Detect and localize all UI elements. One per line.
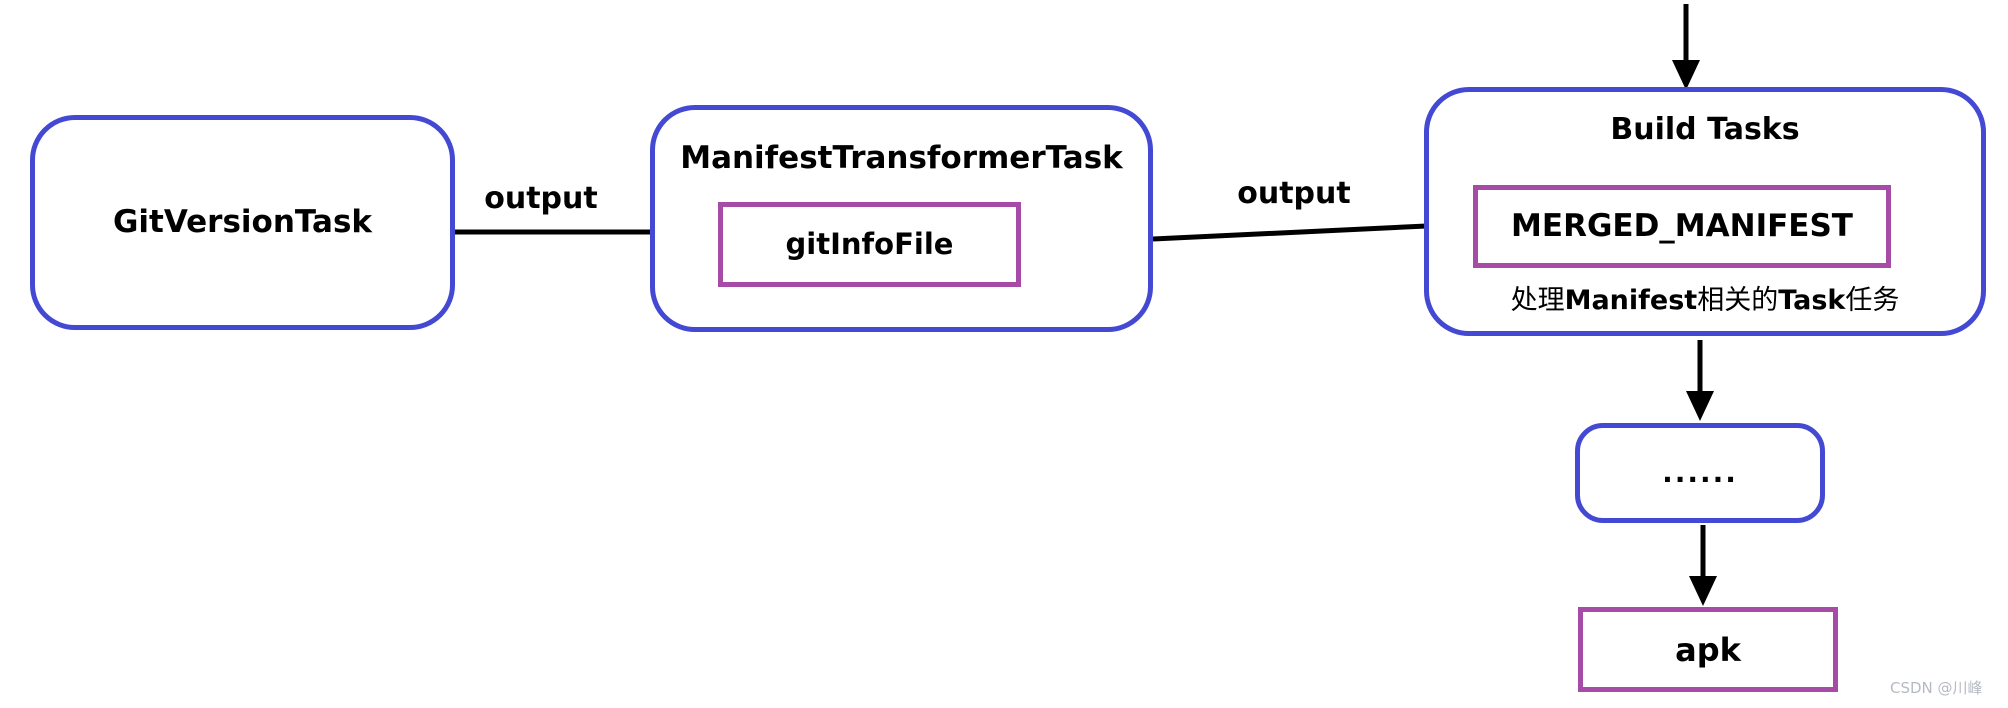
arrow-ellipsis-to-apk [1689,525,1717,606]
port-merged-manifest: MERGED_MANIFEST [1473,185,1891,268]
node-manifest-transformer-task-title: ManifestTransformerTask [680,140,1123,176]
port-git-info-file: gitInfoFile [718,202,1021,287]
node-build-tasks-caption: 处理Manifest相关的Task任务 [1424,283,1986,318]
caption-part-3: 相关的 [1697,285,1779,316]
port-apk-label: apk [1675,630,1741,669]
caption-part-4: Task [1778,285,1846,316]
arrow-buildtasks-to-ellipsis [1686,340,1714,421]
caption-part-5: 任务 [1845,285,1900,316]
port-apk: apk [1578,607,1838,692]
arrow-top-into-buildtasks [1672,4,1700,90]
port-git-info-file-label: gitInfoFile [785,227,954,261]
edge-label-output-1: output [484,181,598,216]
port-merged-manifest-label: MERGED_MANIFEST [1511,208,1853,244]
edge-label-output-2: output [1237,176,1351,211]
caption-part-1: 处理 [1510,285,1565,316]
node-git-version-task-label: GitVersionTask [112,204,373,240]
caption-part-2: Manifest [1564,285,1698,316]
node-git-version-task: GitVersionTask [30,115,455,330]
node-build-tasks-title: Build Tasks [1610,112,1800,147]
node-ellipsis-label: ...... [1662,456,1738,489]
node-ellipsis: ...... [1575,423,1825,523]
watermark-text: CSDN @川峰 [1890,679,1983,697]
